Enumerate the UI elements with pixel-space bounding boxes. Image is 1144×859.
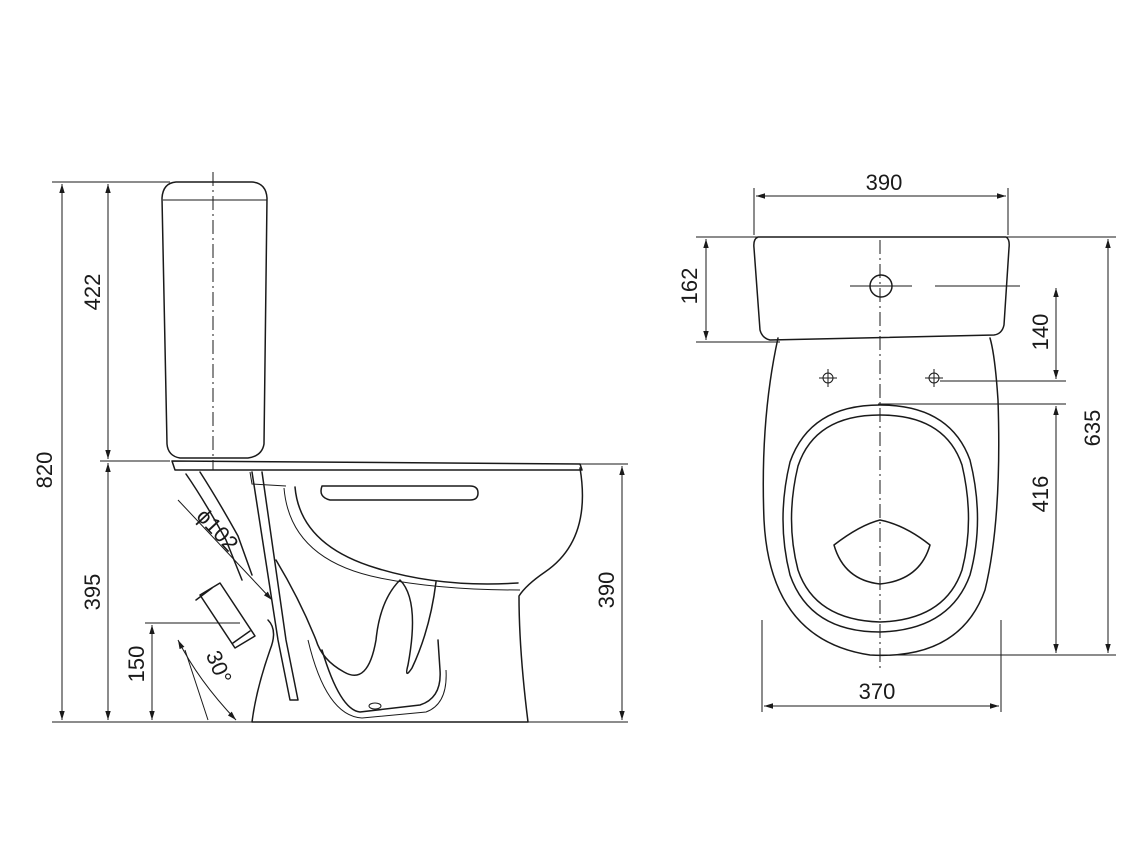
- side-trapway: [275, 559, 437, 677]
- dim-390-top-label: 390: [866, 170, 903, 195]
- side-drain-hole: [368, 702, 382, 710]
- dim-635-label: 635: [1080, 410, 1105, 447]
- dim-422-label: 422: [80, 274, 105, 311]
- side-outlet-horn: [185, 471, 253, 581]
- top-tank-outline: [753, 236, 1010, 341]
- side-rim-top: [171, 460, 583, 471]
- top-bowl-outer: [762, 337, 1000, 657]
- dim-102-line: [177, 499, 273, 601]
- dim-820-label: 820: [32, 452, 57, 489]
- dim-370-label: 370: [859, 679, 896, 704]
- top-fixing-hole-left: [819, 369, 837, 387]
- dim-30-arc: [177, 639, 237, 721]
- side-connector-pipe: [251, 471, 299, 701]
- top-water-spot: [833, 519, 931, 585]
- dim-102-label: ϕ102: [192, 503, 244, 556]
- side-bowl-outer: [251, 467, 584, 723]
- side-view: 820 422 395 150 390 ϕ102 30°: [32, 172, 628, 723]
- top-seat-inner: [790, 414, 970, 623]
- side-bowl-inner-2: [283, 487, 521, 591]
- side-bowl-inner: [294, 486, 519, 585]
- side-flush-slot: [320, 485, 479, 501]
- dim-395-label: 395: [80, 574, 105, 611]
- side-rim-line: [249, 471, 287, 487]
- dim-150-label: 150: [124, 646, 149, 683]
- top-view: 390 162 140 416 635 370: [677, 170, 1116, 712]
- dim-162-label: 162: [677, 268, 702, 305]
- dim-140-label: 140: [1028, 314, 1053, 351]
- side-tank-outline: [161, 181, 268, 459]
- side-trap-base: [321, 639, 441, 713]
- top-fixing-hole-right: [925, 369, 943, 387]
- side-trap-base-2: [307, 639, 447, 719]
- dim-30-label: 30°: [201, 647, 237, 687]
- dim-416-label: 416: [1028, 476, 1053, 513]
- dim-390-side-label: 390: [594, 572, 619, 609]
- side-outlet-pipe: [199, 582, 256, 649]
